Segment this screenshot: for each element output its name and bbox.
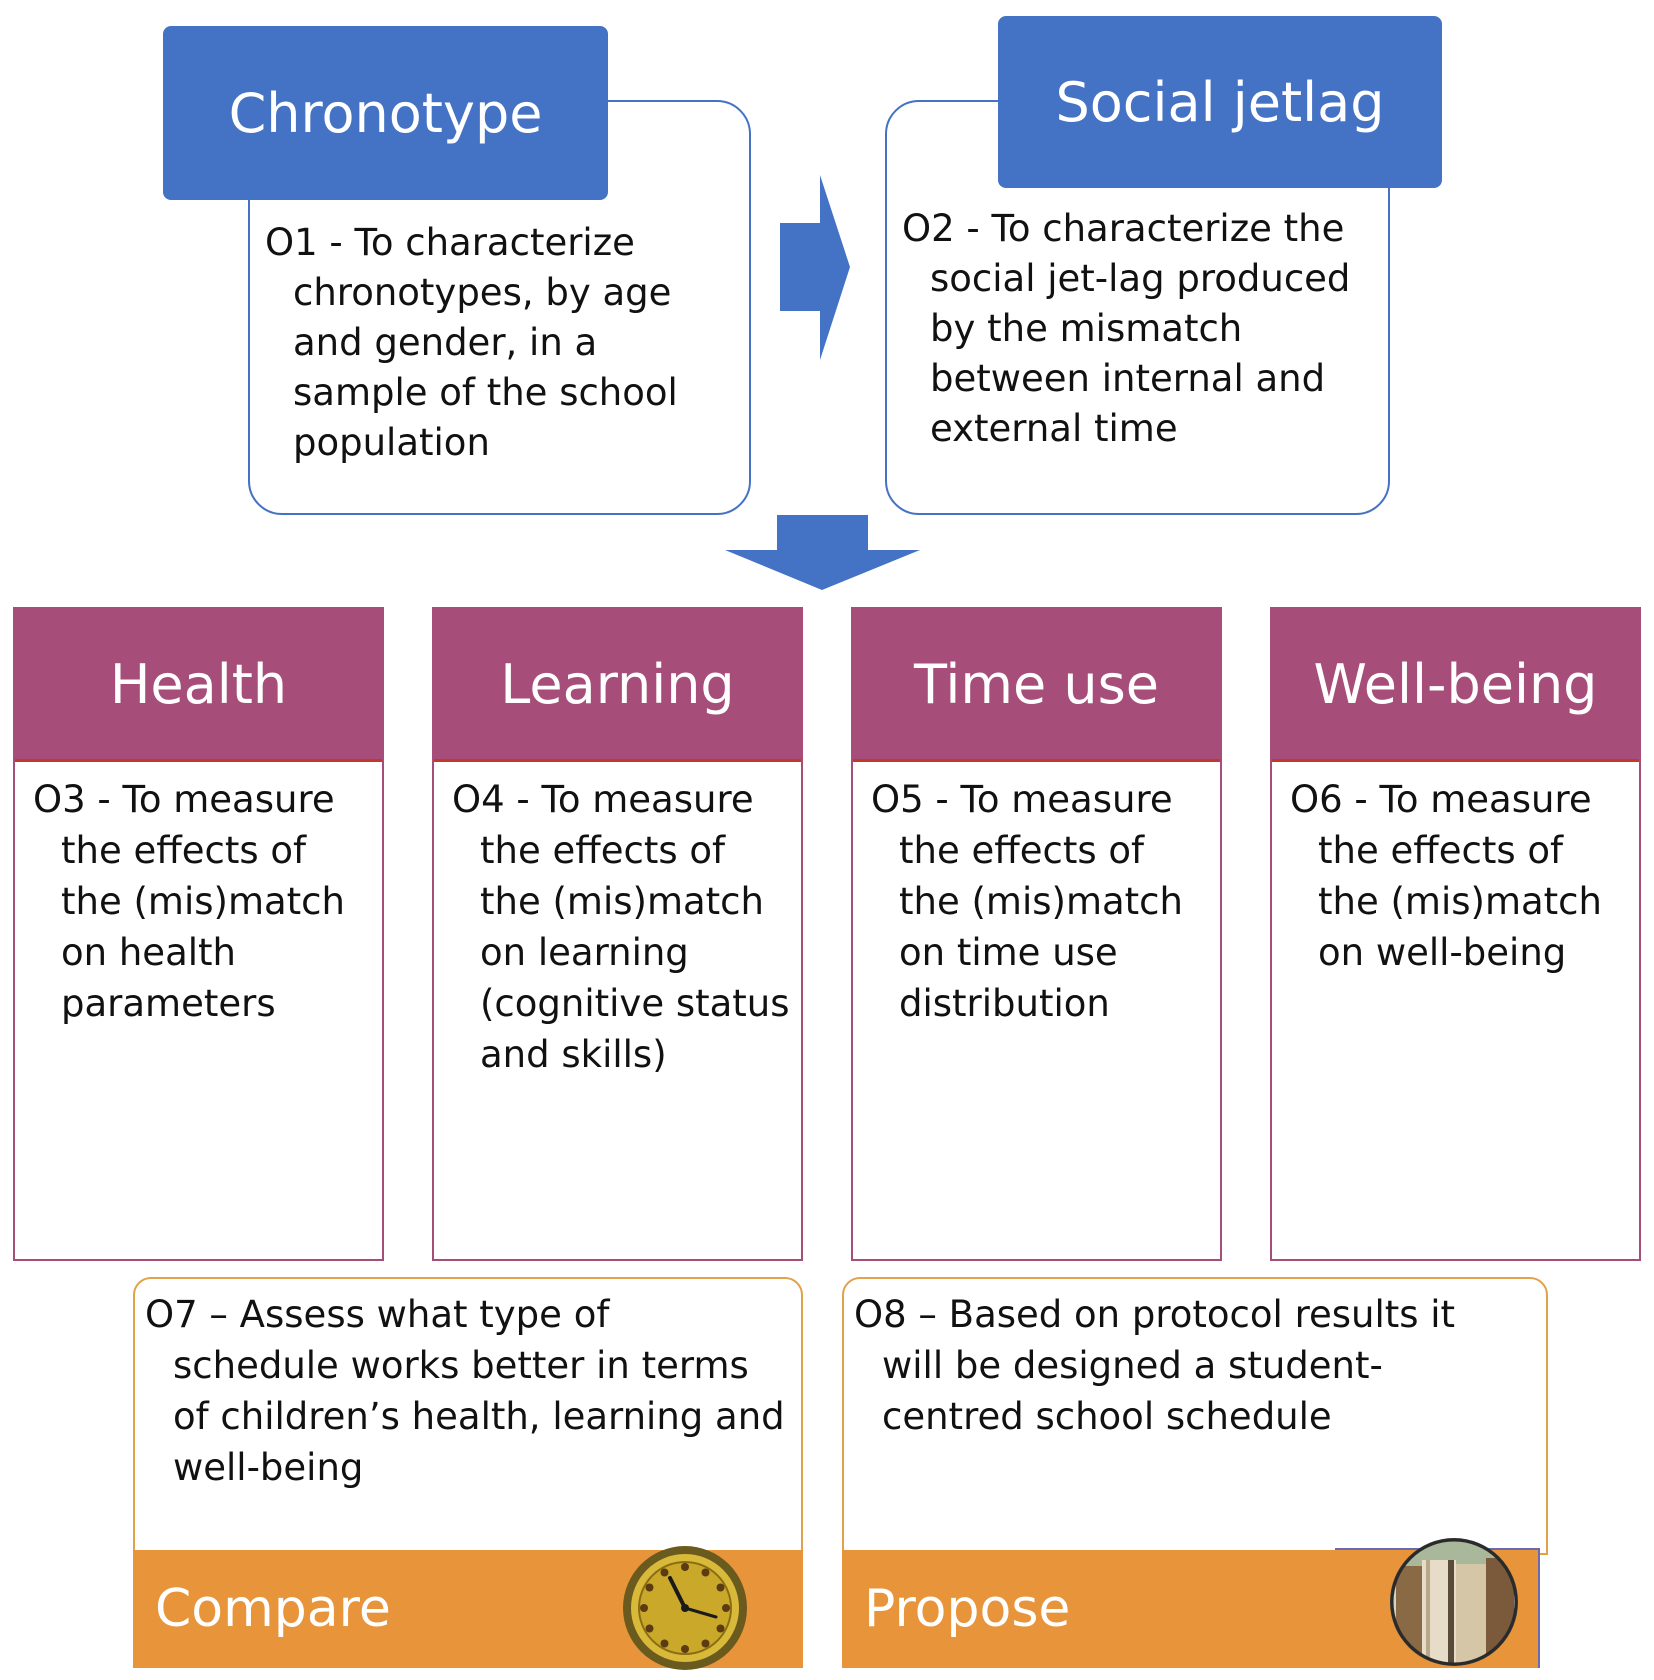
objective-o3-rest: the effects of the (mis)match on health … [61,829,345,1025]
objective-o5-rest: the effects of the (mis)match on time us… [899,829,1183,1025]
objective-o6-first: O6 - To measure [1290,778,1592,821]
column-learning-title: Learning [434,609,801,762]
chronotype-tab: Chronotype [163,26,608,200]
column-learning: Learning O4 - To measure the effects of … [432,607,803,1261]
propose-box: O8 – Based on protocol results it will b… [842,1277,1548,1555]
column-well-being-objective: O6 - To measure the effects of the (mis)… [1290,774,1629,978]
objective-o1-first: O1 - To characterize [265,221,635,264]
jetlag-title: Social jetlag [1055,70,1385,134]
column-time-use-objective: O5 - To measure the effects of the (mis)… [871,774,1210,1029]
objective-o7-first: O7 – Assess what type of [145,1293,610,1336]
objective-o8-rest: will be designed a student-centred schoo… [882,1344,1383,1438]
column-learning-objective: O4 - To measure the effects of the (mis)… [452,774,791,1080]
objective-o2-rest: social jet-lag produced by the mismatch … [930,257,1351,450]
column-health-objective: O3 - To measure the effects of the (mis)… [33,774,372,1029]
objective-o1-rest: chronotypes, by age and gender, in a sam… [293,271,678,464]
propose-label: Propose [864,1579,1071,1639]
compare-objective: O7 – Assess what type of schedule works … [145,1289,791,1493]
jetlag-tab: Social jetlag [998,16,1442,188]
books-icon [1390,1538,1518,1666]
column-health-title: Health [15,609,382,762]
objective-o7-rest: schedule works better in terms of childr… [173,1344,785,1489]
chronotype-objective: O1 - To characterize chronotypes, by age… [265,218,745,468]
objective-o3-first: O3 - To measure [33,778,335,821]
column-time-use: Time use O5 - To measure the effects of … [851,607,1222,1261]
down-arrow-icon [725,515,920,590]
column-well-being: Well-being O6 - To measure the effects o… [1270,607,1641,1261]
objective-o2-first: O2 - To characterize the [902,207,1345,250]
chronotype-title: Chronotype [228,81,543,145]
column-time-use-title: Time use [853,609,1220,762]
objective-o6-rest: the effects of the (mis)match on well-be… [1318,829,1602,974]
propose-objective: O8 – Based on protocol results it will b… [854,1289,1536,1442]
objective-o4-first: O4 - To measure [452,778,754,821]
column-health: Health O3 - To measure the effects of th… [13,607,384,1261]
column-well-being-title: Well-being [1272,609,1639,762]
compare-box: O7 – Assess what type of schedule works … [133,1277,803,1555]
objective-o8-first: O8 – Based on protocol results it [854,1293,1456,1336]
clock-icon [623,1546,747,1670]
compare-label: Compare [155,1579,391,1639]
objective-o5-first: O5 - To measure [871,778,1173,821]
right-arrow-icon [780,175,850,360]
jetlag-objective: O2 - To characterize the social jet-lag … [902,204,1387,454]
objective-o4-rest: the effects of the (mis)match on learnin… [480,829,790,1076]
